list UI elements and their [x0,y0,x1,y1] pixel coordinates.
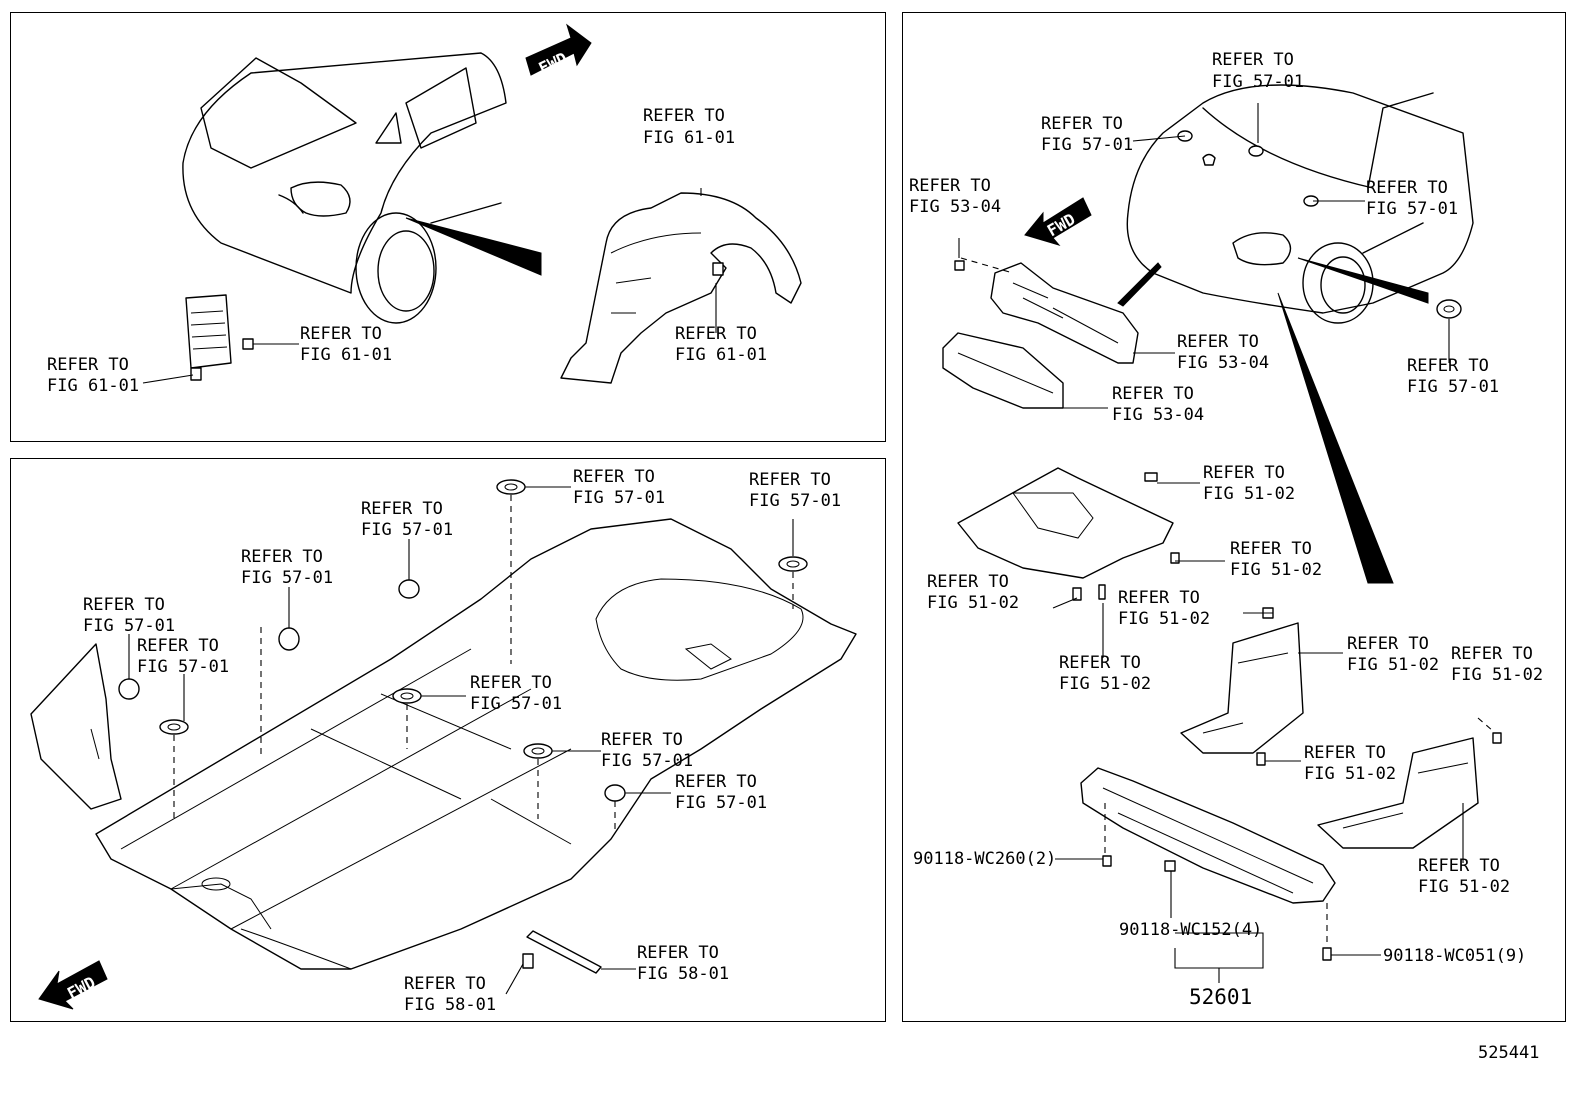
car-front-illustration [1117,84,1474,584]
refer-label: FIG 57-01 [573,488,665,508]
refer-label: FIG 61-01 [675,345,767,365]
diagram-id-label: 525441 [1478,1043,1540,1063]
refer-label: REFER TO [1230,539,1312,559]
grommet-icon [118,479,808,802]
refer-label: REFER TO [1407,356,1489,376]
refer-label: FIG 57-01 [1407,377,1499,397]
refer-label: FIG 57-01 [1366,199,1458,219]
panel-engine-undercover: FWD [902,12,1566,1022]
refer-label: REFER TO [137,636,219,656]
refer-label: REFER TO [1112,384,1194,404]
refer-label: FIG 57-01 [137,657,229,677]
refer-label: FIG 58-01 [404,995,496,1015]
refer-label: REFER TO [47,355,129,375]
refer-label: FIG 51-02 [1418,877,1510,897]
refer-label: FIG 61-01 [300,345,392,365]
fwd-arrow-icon: FWD [525,23,592,78]
refer-label: FIG 51-02 [1203,484,1295,504]
refer-label: FIG 57-01 [241,568,333,588]
fwd-arrow-icon: FWD [38,960,108,1010]
refer-label: FIG 53-04 [1177,353,1269,373]
car-front-illustration [182,52,542,324]
refer-label: FIG 57-01 [601,751,693,771]
refer-label: REFER TO [470,673,552,693]
refer-label: REFER TO [909,176,991,196]
refer-label: REFER TO [1041,114,1123,134]
part-number-label: 90118-WC051(9) [1383,946,1526,966]
refer-label: REFER TO [1059,653,1141,673]
refer-label: FIG 57-01 [83,616,175,636]
refer-label: FIG 57-01 [470,694,562,714]
refer-label: REFER TO [361,499,443,519]
refer-label: REFER TO [1451,644,1533,664]
part-number-label: 90118-WC152(4) [1119,920,1262,940]
refer-label: REFER TO [637,943,719,963]
floor-pan-illustration [30,479,857,974]
refer-label: FIG 51-02 [1059,674,1151,694]
refer-label: REFER TO [1203,463,1285,483]
refer-label: REFER TO [1212,50,1294,70]
panel-front-fender-liner: FWD REFER TO FIG 61-01 REFER TO FIG 61-0… [10,12,886,442]
assembly-number-label: 52601 [1189,985,1252,1009]
refer-label: FIG 53-04 [909,197,1001,217]
fender-liner-part [560,192,802,384]
fwd-arrow-icon: FWD [1024,197,1092,246]
refer-label: FIG 51-02 [927,593,1019,613]
refer-label: REFER TO [675,772,757,792]
refer-label: REFER TO [675,324,757,344]
refer-label: REFER TO [643,106,725,126]
engine-undercover-part [957,467,1174,579]
refer-label: FIG 57-01 [361,520,453,540]
refer-label: FIG 51-02 [1304,764,1396,784]
refer-label: FIG 57-01 [749,491,841,511]
fastener-icon [954,260,1502,961]
refer-label: REFER TO [1304,743,1386,763]
refer-label: REFER TO [601,730,683,750]
refer-label: FIG 51-02 [1347,655,1439,675]
refer-label: REFER TO [300,324,382,344]
refer-label: FIG 53-04 [1112,405,1204,425]
refer-label: FIG 61-01 [643,128,735,148]
panel-floor-undercover: FWD REFER TO FIG 57-01 REFER TO FIG 57-0… [10,458,886,1022]
refer-label: REFER TO [749,470,831,490]
refer-label: FIG 57-01 [675,793,767,813]
refer-label: FIG 57-01 [1212,72,1304,92]
refer-label: REFER TO [1118,588,1200,608]
refer-label: REFER TO [1177,332,1259,352]
refer-label: REFER TO [1366,178,1448,198]
refer-label: FIG 51-02 [1230,560,1322,580]
fender-bracket-part [185,294,254,381]
refer-label: REFER TO [83,595,165,615]
part-number-label: 90118-WC260(2) [913,849,1056,869]
bumper-splash-part [942,332,1064,409]
refer-label: FIG 51-02 [1451,665,1543,685]
side-undercover-part [1180,622,1479,849]
front-undercover-52601-part [1080,767,1336,904]
refer-label: REFER TO [1347,634,1429,654]
refer-label: FIG 61-01 [47,376,139,396]
refer-label: REFER TO [927,572,1009,592]
refer-label: REFER TO [241,547,323,567]
refer-label: REFER TO [404,974,486,994]
refer-label: FIG 57-01 [1041,135,1133,155]
radiator-support-part [990,262,1139,364]
refer-label: FIG 58-01 [637,964,729,984]
refer-label: REFER TO [1418,856,1500,876]
refer-label: REFER TO [573,467,655,487]
refer-label: FIG 51-02 [1118,609,1210,629]
